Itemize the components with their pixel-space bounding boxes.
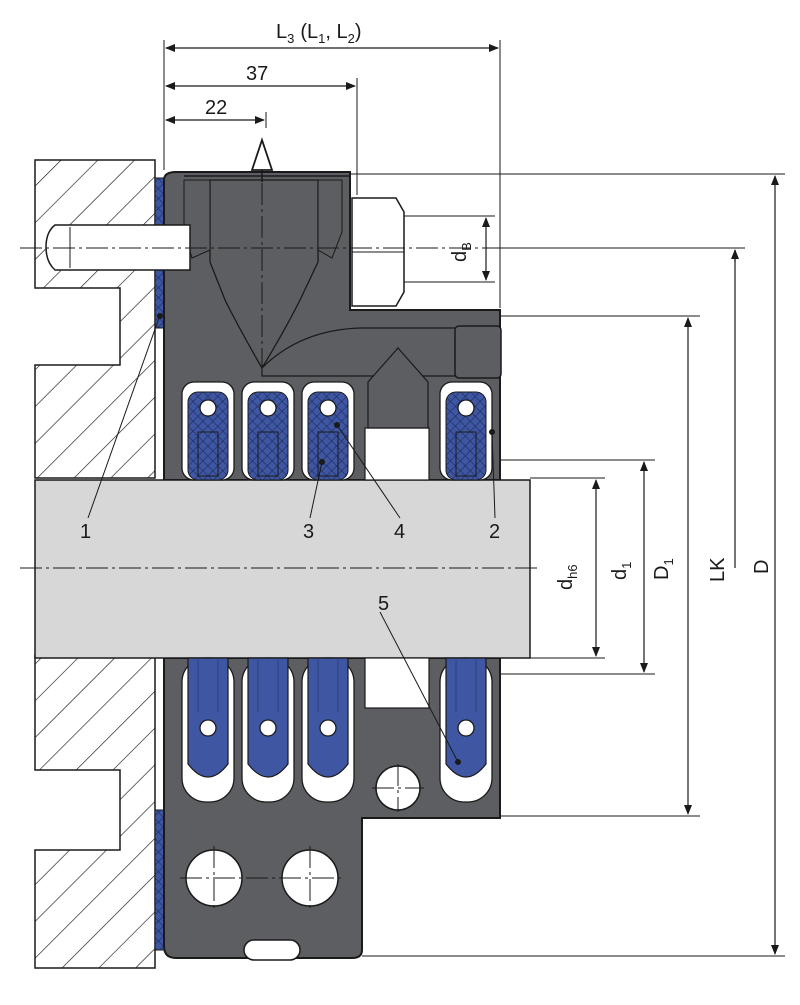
dim-db: dB [449,242,474,262]
seal-insert [197,431,219,477]
oring [199,719,217,737]
seal-insert [257,431,279,477]
upper-seal-rings [181,381,493,481]
callout-2: 2 [489,521,500,543]
dim-D: D [751,560,773,574]
oring [259,399,277,417]
dim-lk: LK [707,557,729,582]
dim-l3: L3(L1, L2) [276,21,362,46]
dimension-labels: L3(L1, L2) 37 22 dB dh6 d1 D1 LK D [205,21,773,590]
dim-37: 37 [246,63,268,85]
lower-seal-ring [247,657,289,778]
oring [457,399,475,417]
seal-insert [455,431,477,477]
oring [319,399,337,417]
chamber-slots [364,347,430,709]
lower-seal-ring [445,657,487,778]
shaft [34,479,531,659]
oring [319,719,337,737]
lower-seal-ring [187,657,229,778]
oring [457,719,475,737]
lower-seal-rings [181,657,493,803]
flow-arrow-icon [250,137,274,182]
oring [259,719,277,737]
dim-dh6: dh6 [555,564,580,590]
mounting-bolt [45,197,405,307]
centre-lines [20,150,540,912]
dim-22: 22 [205,97,227,119]
callout-leaders [87,313,496,765]
callout-5: 5 [378,593,389,615]
callout-3: 3 [303,521,314,543]
callout-labels: 1 3 4 2 5 [80,521,500,615]
dimension-lines [163,40,785,957]
oring [199,399,217,417]
callout-4: 4 [394,521,405,543]
callout-1: 1 [80,521,91,543]
seal-insert [317,431,339,477]
lower-seal-ring [307,657,349,778]
dim-D1: D1 [651,558,676,580]
dim-d1: d1 [609,562,634,580]
